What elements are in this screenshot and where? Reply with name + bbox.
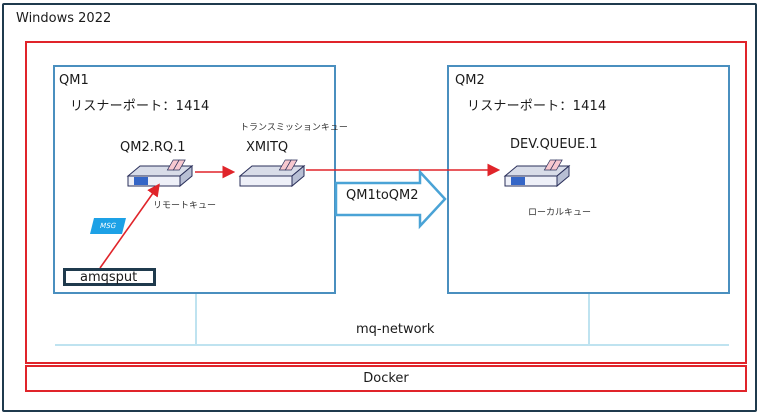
remote-queue-name: QM2.RQ.1 [120, 140, 186, 155]
xmitq-icon [239, 159, 305, 187]
network-label: mq-network [356, 322, 435, 337]
channel-arrow-icon [334, 168, 447, 230]
network-drop-qm2 [588, 294, 590, 344]
docker-container-box [25, 41, 747, 364]
docker-label-bar: Docker [25, 365, 747, 392]
xmitq-caption: トランスミッションキュー [240, 123, 348, 133]
qm2-listener: リスナーポート：1414 [467, 99, 607, 114]
amqsput-program-box: amqsput [63, 268, 156, 286]
put-arrow [99, 183, 160, 269]
network-drop-qm1 [195, 294, 197, 344]
host-frame [2, 3, 757, 412]
message-badge-label: MSG [99, 222, 117, 230]
remote-queue-icon [127, 159, 193, 187]
docker-label: Docker [363, 371, 409, 386]
local-queue-icon [504, 159, 570, 187]
remote-queue-caption: リモートキュー [153, 201, 217, 211]
channel-label: QM1toQM2 [346, 188, 419, 203]
queue-manager-qm2 [447, 65, 730, 294]
local-queue-caption: ローカルキュー [528, 208, 592, 218]
amqsput-label: amqsput [80, 269, 138, 285]
qm1-name: QM1 [59, 73, 89, 88]
host-title: Windows 2022 [16, 11, 112, 26]
qm2-name: QM2 [455, 73, 485, 88]
network-line [55, 344, 729, 346]
qm1-listener: リスナーポート：1414 [70, 99, 210, 114]
message-badge: MSG [90, 218, 126, 234]
xmitq-name: XMITQ [246, 140, 289, 155]
local-queue-name: DEV.QUEUE.1 [510, 137, 598, 152]
